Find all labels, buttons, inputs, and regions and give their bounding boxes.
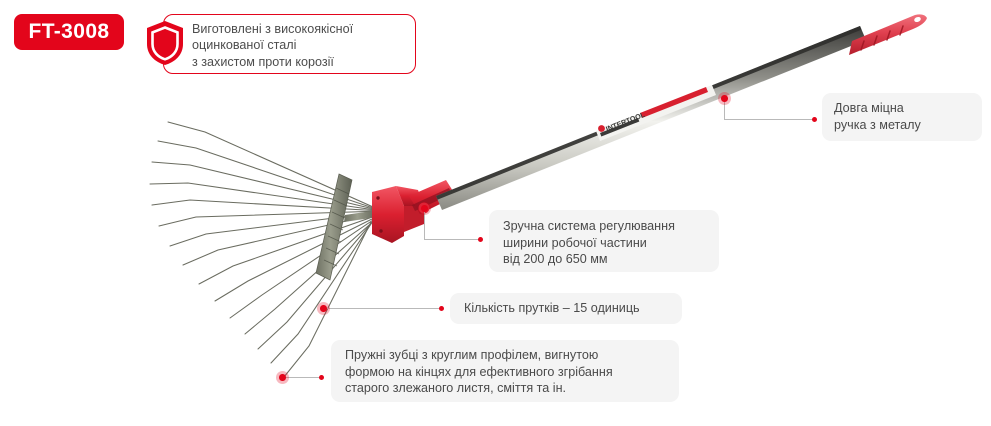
callout-handle: Довга міцна ручка з металу: [822, 93, 982, 141]
connector-width-vertical: [424, 209, 425, 240]
connector-dot-width: [478, 237, 483, 242]
anchor-dot-width-adjust: [418, 202, 431, 215]
connector-width-horizontal: [424, 239, 480, 240]
svg-text:INTERTOOL: INTERTOOL: [604, 110, 646, 134]
callout-width-adjust-text: Зручна система регулювання ширини робочо…: [503, 219, 675, 267]
connector-dot-teeth: [319, 375, 324, 380]
anchor-dot-tine-count: [317, 302, 330, 315]
shield-icon: [147, 21, 183, 65]
connector-handle-vertical: [724, 99, 725, 120]
anchor-dot-handle: [718, 92, 731, 105]
callout-material: Виготовлені з високоякісної оцинкованої …: [163, 14, 416, 74]
anchor-dot-teeth: [276, 371, 289, 384]
callout-tine-count-text: Кількість прутків – 15 одиниць: [464, 301, 640, 315]
callout-material-text: Виготовлені з високоякісної оцинкованої …: [192, 22, 354, 69]
connector-dot-tine-count: [439, 306, 444, 311]
connector-tine-count-horizontal: [324, 308, 441, 309]
connector-handle-horizontal: [724, 119, 814, 120]
callout-width-adjust: Зручна система регулювання ширини робочо…: [489, 210, 719, 272]
callout-teeth-text: Пружні зубці з круглим профілем, вигнуто…: [345, 348, 613, 396]
connector-dot-handle: [812, 117, 817, 122]
connector-teeth-horizontal: [283, 377, 320, 378]
callout-tine-count: Кількість прутків – 15 одиниць: [450, 293, 682, 324]
callout-teeth: Пружні зубці з круглим профілем, вигнуто…: [331, 340, 679, 402]
callout-handle-text: Довга міцна ручка з металу: [834, 101, 921, 132]
sku-badge: FT-3008: [14, 14, 124, 50]
